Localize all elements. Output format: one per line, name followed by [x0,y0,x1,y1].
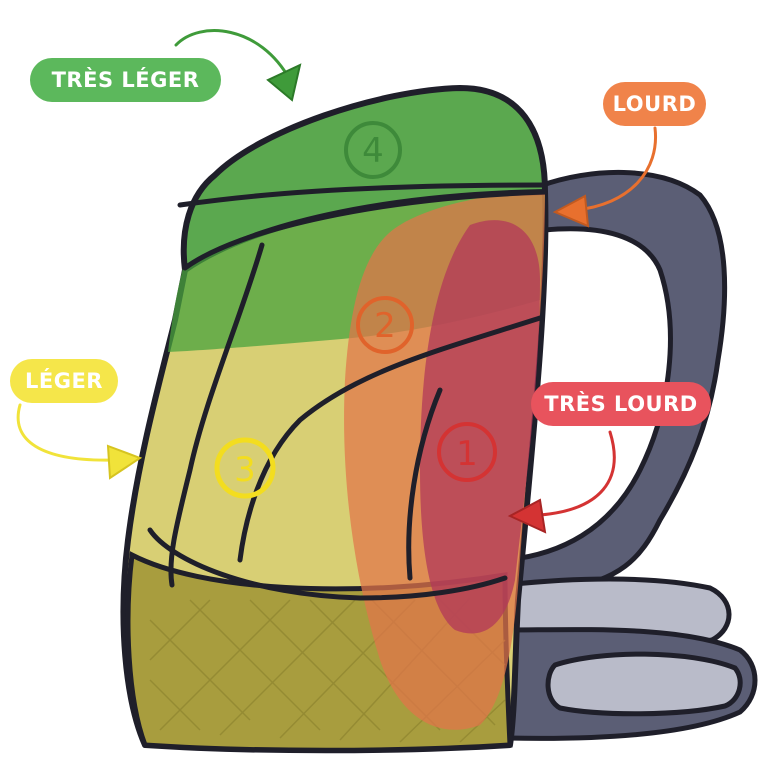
zone-3-number: 3 [234,450,256,490]
label-leger: LÉGER [10,359,118,403]
zone-4-marker: 4 [344,121,402,179]
label-lourd: LOURD [603,82,706,126]
hip-belt-buckle [545,651,743,717]
arrow-lourd [552,126,658,228]
arrow-leger [16,403,143,480]
back-frame [502,170,728,593]
label-tres-lourd: TRÈS LOURD [531,382,711,426]
zone-2-number: 2 [374,306,396,346]
bag-seams [147,182,548,601]
zone-3-marker: 3 [214,437,276,499]
arrow-tres-leger [174,29,302,102]
label-tres-leger: TRÈS LÉGER [30,58,221,102]
arrow-tres-lourd [507,430,616,534]
zone-2-marker: 2 [356,296,414,354]
zone-1-marker: 1 [437,422,497,482]
zone-4-number: 4 [362,131,384,171]
zone-1-number: 1 [456,434,478,474]
